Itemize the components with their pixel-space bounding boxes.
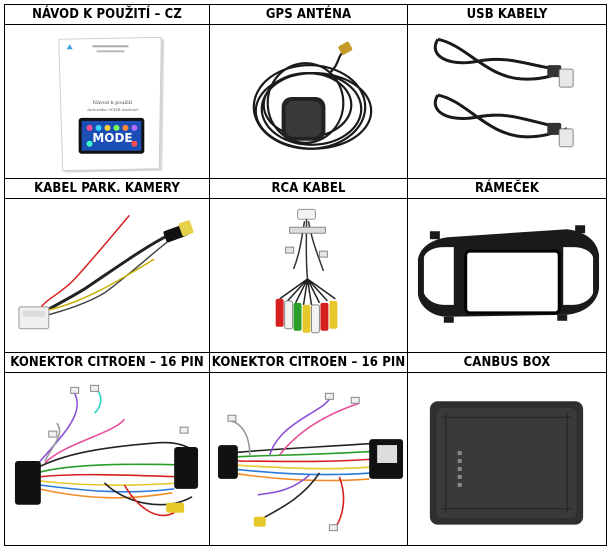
cell-frame [407, 198, 607, 353]
gps-antenna-icon [252, 41, 373, 150]
cell-parking-camera-cable [4, 198, 210, 353]
parking-camera-cable-icon [18, 214, 194, 330]
accessories-grid: NÁVOD K POUŽITÍ – CZ GPS ANTÉNA USB KABE… [4, 4, 607, 546]
cell-connector-a [4, 372, 210, 546]
manual-title-line2: Autorádio 9GHR Android [86, 107, 138, 112]
manual-booklet-icon: Návod k použití Autorádio 9GHR Android M… [58, 36, 165, 173]
cell-usb-cables [407, 24, 607, 179]
header-parking-camera-cable: KABEL PARK. KAMERY [4, 178, 210, 199]
dashboard-frame-icon [417, 225, 600, 323]
cell-rca-cable [209, 198, 408, 353]
cell-canbus-box [407, 372, 607, 546]
rca-cable-icon [275, 208, 338, 334]
header-usb-cables: USB KABELY [407, 4, 607, 25]
header-connector-a: KONEKTOR CITROEN – 16 PIN [4, 352, 210, 373]
header-canbus-box: CANBUS BOX [407, 352, 607, 373]
wiring-harness-icon [217, 392, 404, 532]
wiring-harness-icon [14, 384, 199, 517]
manual-brand: MODE [92, 131, 132, 145]
canbus-box-icon [429, 401, 584, 525]
header-manual: NÁVOD K POUŽITÍ – CZ [4, 4, 210, 25]
header-frame: RÁMEČEK [407, 178, 607, 199]
manual-title-line1: Návod k použití [93, 99, 133, 106]
cell-connector-b [209, 372, 408, 546]
header-rca-cable: RCA KABEL [209, 178, 408, 199]
header-connector-b: KONEKTOR CITROEN – 16 PIN [209, 352, 408, 373]
usb-cables-icon [433, 37, 574, 148]
header-gps-antenna: GPS ANTÉNA [209, 4, 408, 25]
cell-gps-antenna [209, 24, 408, 179]
cell-manual: Návod k použití Autorádio 9GHR Android M… [4, 24, 210, 179]
